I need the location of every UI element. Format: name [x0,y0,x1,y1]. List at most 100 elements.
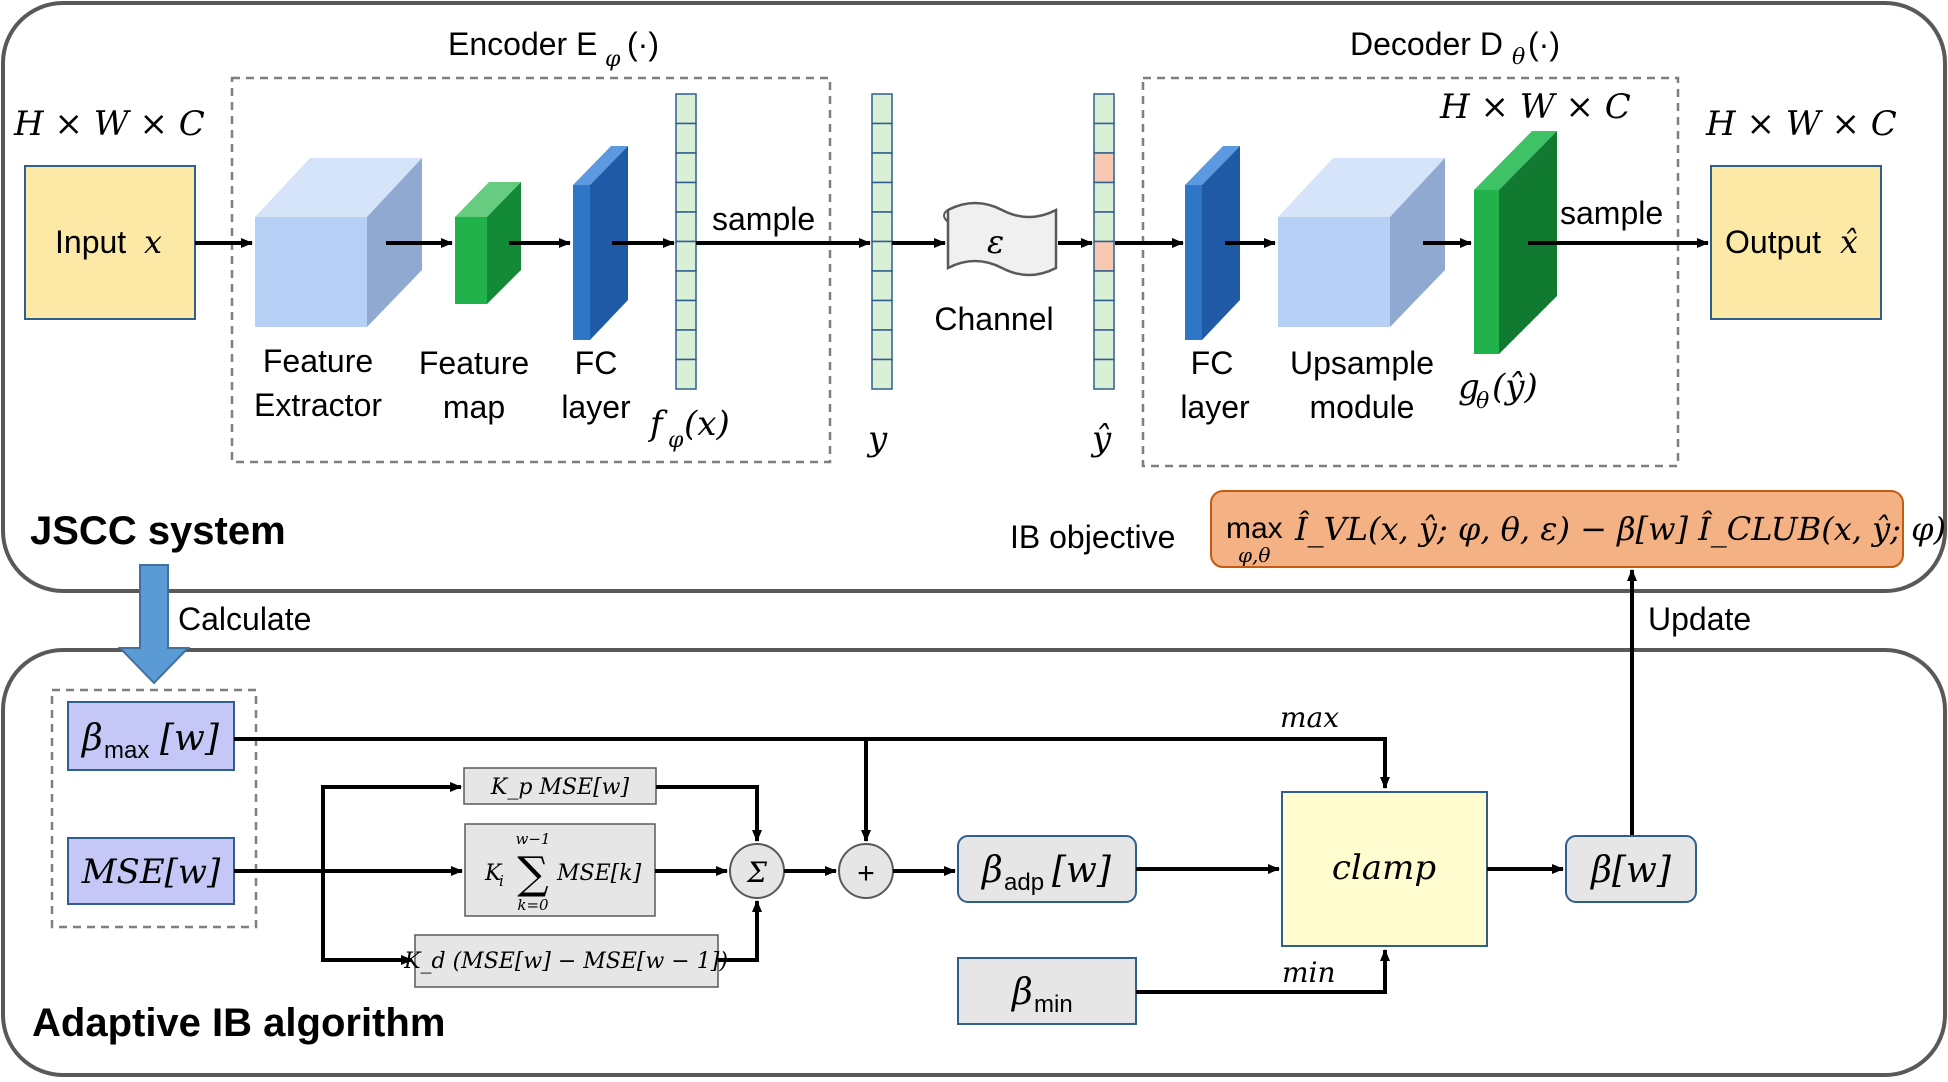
output-label: Output [1725,224,1821,260]
upsample-cube [1278,158,1445,327]
vector-cell [1093,240,1115,272]
vector-cell [675,299,697,331]
fc-encoder-label-1: FC [575,345,618,381]
f-arg: (x) [684,404,730,444]
fc-layer-decoder [1185,146,1240,340]
dims-mid: H × W × C [1439,87,1631,127]
kp-box [463,767,657,805]
inputs-group [50,688,258,929]
ki-sigma: ∑ [517,848,548,899]
beta-min-box [957,957,1137,1025]
f-sub: φ [668,428,684,453]
vector-cell [1093,329,1115,361]
input-box [24,165,196,320]
vector-cell [871,122,893,154]
vector-cell [1093,211,1115,243]
encoder-box [230,76,832,464]
encoder-sub: φ [605,47,621,72]
kd-box [414,934,719,988]
vector-cell [675,211,697,243]
beta-adp-sub: adp [1004,869,1044,896]
channel-label: Channel [934,301,1053,337]
vector-cell [675,152,697,184]
vector-cell [871,240,893,272]
ib-max-sub: φ,θ [1238,543,1270,567]
ki-box [464,823,656,917]
encoder-arg: (·) [627,26,659,62]
ki-sum-bot: k=0 [517,896,549,914]
dims-output: H × W × C [1705,104,1897,144]
beta-max-arg: [w] [160,718,220,759]
feature-map-cube [455,182,521,304]
plus-symbol: + [857,857,875,890]
beta-w-box [1565,835,1697,903]
adaptive-title: Adaptive IB algorithm [32,1001,445,1045]
decoder-sub: θ [1512,45,1525,70]
vector-cell [675,93,697,125]
ib-objective-box [1210,490,1904,568]
g-label: g [1458,367,1480,407]
vector-cell [871,211,893,243]
calculate-arrow [117,564,191,685]
kd-label: K_d (MSE[w] − MSE[w − 1]) [403,949,728,974]
vector-cell [1093,181,1115,213]
adaptive-panel [1,648,1947,1077]
ki-term: MSE[k] [556,861,642,886]
f-label: f [647,404,668,444]
vector-cell [675,240,697,272]
vector-yhat [1093,93,1115,390]
clamp-label: clamp [1332,848,1436,888]
feature-map-label-1: Feature [419,345,529,381]
vector-cell [1093,299,1115,331]
sample-dec-label: sample [1560,195,1663,231]
vector-cell [675,122,697,154]
kp-label: K_p MSE[w] [490,775,630,800]
encoder-title: Encoder E [448,26,597,62]
feature-extractor-label-2: Extractor [254,387,382,423]
vector-cell [1093,270,1115,302]
channel-curl-left [943,209,949,223]
max-label: max [1280,701,1339,734]
vector-cell [675,270,697,302]
feature-map-label-2: map [443,389,505,425]
jscc-title: JSCC system [30,509,286,553]
sample-enc-label: sample [712,201,815,237]
input-var: x [144,223,162,261]
upsample-label-1: Upsample [1290,345,1434,381]
ki-sub: i [499,872,504,890]
vector-cell [871,299,893,331]
vector-cell [675,329,697,361]
feature-extractor-cube [255,158,422,327]
fc-encoder-label-2: layer [561,389,631,425]
update-label: Update [1648,601,1751,637]
ki-sum-top: w−1 [516,830,551,848]
ki-coef: K [484,861,503,886]
min-label: min [1282,956,1336,989]
beta-max-sub: max [104,737,149,764]
vector-cell [1093,93,1115,125]
output-box [1710,165,1882,320]
epsilon-symbol: ε [987,223,1004,261]
decoder-title: Decoder D [1350,26,1503,62]
decoder-box [1141,76,1680,468]
fc-layer-encoder [573,146,628,340]
y-label: y [866,419,888,459]
beta-max-box [67,701,235,771]
g-theta-block [1474,131,1557,354]
dims-input: H × W × C [13,104,205,144]
upsample-label-2: module [1310,389,1415,425]
fc-decoder-label-2: layer [1180,389,1250,425]
output-var: x̂ [1840,223,1858,261]
vector-cell [871,93,893,125]
mse-box [67,837,235,905]
beta-w-label: β[w] [1589,850,1672,891]
jscc-panel [1,1,1947,593]
channel-shape [946,201,1058,277]
feature-extractor-label-1: Feature [263,343,373,379]
ib-formula: Î_VL(x, ŷ; φ, θ, ε) − β[w] Î_CLUB(x, ŷ; … [1294,510,1946,548]
vector-cell [871,358,893,390]
vector-y [871,93,893,390]
vector-cell [871,152,893,184]
vector-cell [675,358,697,390]
g-arg: (ŷ) [1492,367,1538,407]
